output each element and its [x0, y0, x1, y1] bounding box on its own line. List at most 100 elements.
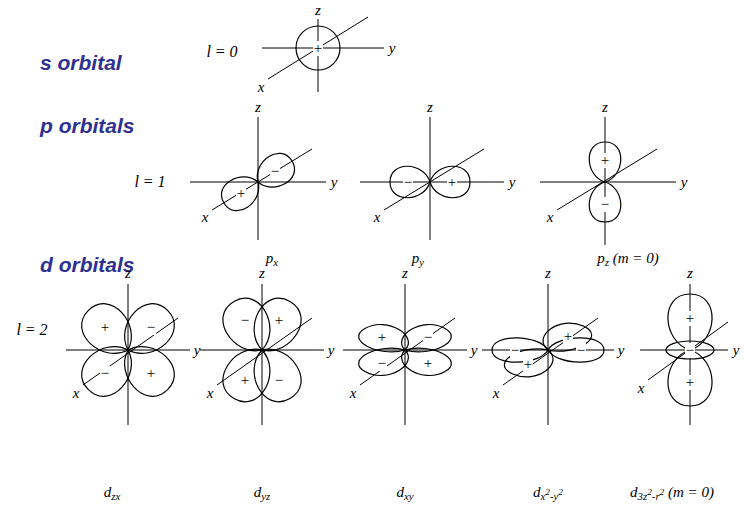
subscript-char: - [550, 490, 554, 502]
phase-sign: + [313, 41, 323, 56]
axis-label: x [202, 210, 209, 225]
orbital-subscript: xy [404, 490, 414, 502]
subscript-char: y [261, 490, 266, 502]
exponent: 2 [660, 487, 665, 497]
orbital-note: (m = 0) [609, 250, 659, 266]
subscript-char: y [554, 490, 559, 502]
subscript-char: x [541, 490, 546, 502]
orbital-caption: dx2-y2 [533, 485, 563, 500]
phase-sign: − [377, 356, 387, 371]
phase-sign: − [270, 164, 280, 179]
axis-label: z [315, 3, 321, 18]
phase-sign: + [600, 153, 610, 168]
axis-label: x [73, 386, 80, 401]
subscript-char: 3 [638, 490, 643, 502]
axis-label: y [681, 175, 688, 190]
orbital-caption: dxy [396, 485, 413, 500]
phase-sign: + [523, 357, 533, 372]
px-orbital [190, 117, 326, 240]
dzx-orbital [66, 284, 190, 425]
phase-sign: − [100, 366, 110, 381]
subscript-char: z [111, 490, 115, 502]
phase-sign: − [423, 330, 433, 345]
axis-label: y [194, 343, 201, 358]
orbital-subscript: 3z2-r2 [638, 490, 665, 502]
axis-label: x [374, 210, 381, 225]
orbital-letter: d [533, 484, 541, 500]
exponent: 2 [558, 487, 563, 497]
orbital-subscript: zx [111, 490, 120, 502]
s-orbital [262, 17, 384, 92]
quantum-number-label: l = 1 [134, 174, 165, 190]
axis-label: x [207, 386, 214, 401]
subscript-char: y [409, 490, 414, 502]
axis-label: z [602, 100, 608, 115]
orbital-letter: p [266, 250, 274, 266]
phase-sign: + [423, 356, 433, 371]
orbital-letter: d [396, 484, 404, 500]
py-orbital [360, 117, 504, 240]
section-heading: p orbitals [40, 115, 135, 136]
phase-sign: − [274, 373, 284, 388]
dyz-orbital [200, 284, 324, 425]
subscript-char: x [404, 490, 409, 502]
axis-label: z [125, 266, 131, 281]
axis-label: y [328, 343, 335, 358]
dx2y2-orbital [482, 284, 614, 425]
dz2-orbital [640, 284, 728, 425]
phase-sign: − [240, 313, 250, 328]
section-heading: s orbital [40, 52, 122, 73]
phase-sign: − [576, 343, 586, 358]
orbital-caption: dzx [104, 485, 121, 500]
phase-sign: − [403, 175, 413, 190]
orbital-letter: d [630, 484, 638, 500]
orbital-caption: dyz [254, 485, 271, 500]
orbital-subscript: z [605, 256, 609, 268]
axis-label: z [687, 266, 693, 281]
orbital-letter: d [104, 484, 112, 500]
axis-label: y [733, 343, 740, 358]
axis-label: y [471, 343, 478, 358]
phase-sign: + [240, 373, 250, 388]
axis-label: z [427, 100, 433, 115]
orbital-letter: p [597, 250, 605, 266]
axis-label: x [258, 80, 265, 95]
phase-sign: + [377, 330, 387, 345]
exponent: 2 [545, 487, 550, 497]
phase-sign: + [563, 329, 573, 344]
subscript-char: x [273, 256, 278, 268]
orbital-letter: d [254, 484, 262, 500]
axis-label: y [331, 175, 338, 190]
axis-label: y [389, 41, 396, 56]
orbital-letter: p [412, 250, 420, 266]
dxy-orbital [343, 284, 467, 425]
axis-label: x [638, 381, 645, 396]
subscript-char: y [419, 256, 424, 268]
axis-label: z [402, 266, 408, 281]
phase-sign: + [146, 366, 156, 381]
phase-sign: − [146, 320, 156, 335]
axis-label: x [493, 386, 500, 401]
orbital-subscript: y [419, 256, 424, 268]
exponent: 2 [647, 487, 652, 497]
subscript-char: x [115, 490, 120, 502]
axis-label: x [547, 210, 554, 225]
phase-sign: − [600, 197, 610, 212]
phase-sign: + [447, 175, 457, 190]
phase-sign: − [510, 343, 520, 358]
phase-sign: + [685, 375, 695, 390]
axis-label: z [545, 266, 551, 281]
phase-sign: − [685, 343, 695, 358]
subscript-char: z [266, 490, 270, 502]
orbital-caption: py [412, 251, 424, 266]
quantum-number-label: l = 2 [16, 322, 47, 338]
axis-label: x [350, 386, 357, 401]
orbital-subscript: yz [261, 490, 270, 502]
pz-orbital [540, 117, 676, 245]
phase-sign: + [685, 311, 695, 326]
orbital-caption: px [266, 251, 278, 266]
phase-sign: + [236, 186, 246, 201]
orbital-caption: d3z2-r2 (m = 0) [630, 485, 714, 500]
axis-label: z [255, 100, 261, 115]
axis-label: y [618, 343, 625, 358]
